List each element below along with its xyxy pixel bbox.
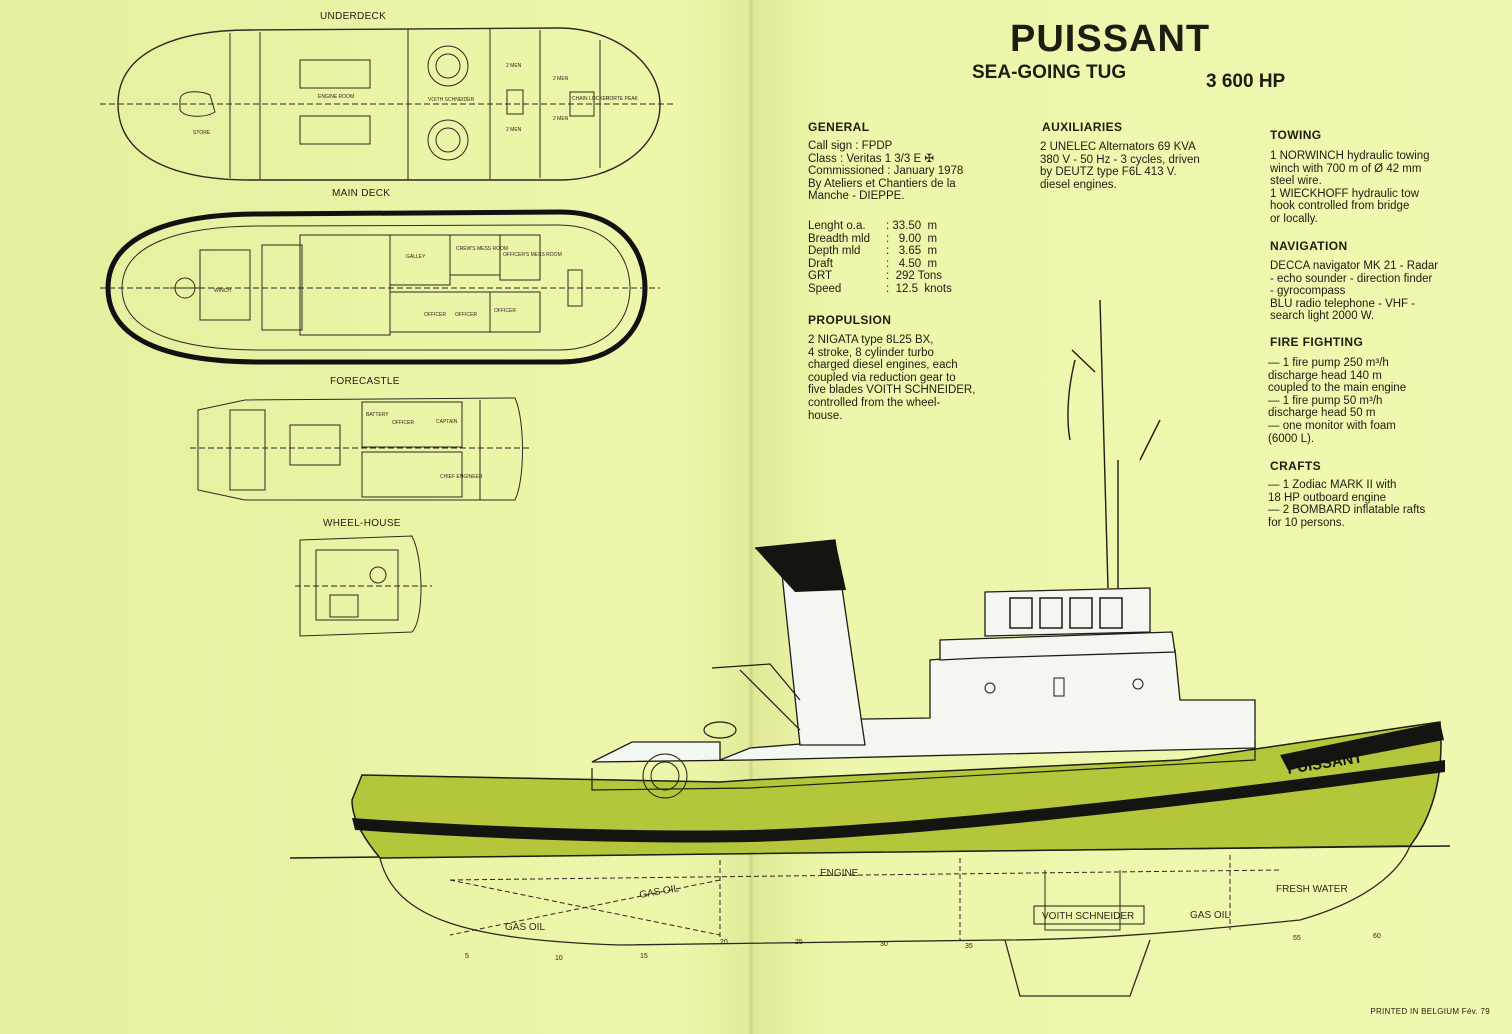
voith-schneider-label: VOITH SCHNEIDER bbox=[1042, 911, 1134, 922]
crafts-text: — 1 Zodiac MARK II with 18 HP outboard e… bbox=[1268, 479, 1426, 529]
frame-number: 25 bbox=[795, 939, 803, 946]
propulsion-text: 2 NIGATA type 8L25 BX, 4 stroke, 8 cylin… bbox=[808, 334, 976, 422]
spec-value: : 9.00 m bbox=[886, 232, 938, 245]
fresh-water-label: FRESH WATER bbox=[1276, 884, 1348, 895]
frame-number: 15 bbox=[640, 953, 648, 960]
room-store: STORE bbox=[193, 130, 211, 136]
navigation-heading: NAVIGATION bbox=[1270, 239, 1348, 253]
frame-number: 5 bbox=[465, 953, 469, 960]
spec-key: GRT bbox=[808, 270, 833, 283]
room-battery: BATTERY bbox=[366, 412, 389, 418]
forecastle-label: FORECASTLE bbox=[330, 376, 400, 387]
room-winch: WINCH bbox=[214, 288, 231, 294]
main-deck-label: MAIN DECK bbox=[332, 188, 391, 199]
frame-number: 60 bbox=[1373, 933, 1381, 940]
spec-row: Breadth mld : 9.00 m bbox=[808, 233, 952, 246]
frame-number: 55 bbox=[1293, 935, 1301, 942]
room-crews-mess: CREW'S MESS ROOM bbox=[456, 246, 508, 252]
spec-value: : 292 Tons bbox=[886, 270, 943, 283]
crafts-heading: CRAFTS bbox=[1270, 459, 1322, 473]
room-officer-fc: OFFICER bbox=[392, 420, 414, 426]
frame-numbers: 5 10 15 20 25 30 35 55 60 bbox=[465, 933, 1381, 962]
spec-key: Depth mld bbox=[808, 245, 861, 258]
room-officer-c: OFFICER bbox=[494, 308, 516, 314]
room-officer-b: OFFICER bbox=[455, 312, 477, 318]
navigation-text: DECCA navigator MK 21 - Radar - echo sou… bbox=[1270, 260, 1439, 323]
wheel-house-label: WHEEL-HOUSE bbox=[323, 518, 401, 529]
room-2men-d: 2 MEN bbox=[553, 116, 569, 122]
spec-value: : 33.50 m bbox=[886, 220, 938, 232]
gas-oil-label-2: GAS OIL bbox=[505, 922, 545, 933]
main-deck-plan bbox=[100, 209, 660, 365]
fire-fighting-text: — 1 fire pump 250 m³/h discharge head 14… bbox=[1268, 357, 1407, 445]
gas-oil-label-1: GAS OIL bbox=[639, 883, 681, 901]
auxiliaries-heading: AUXILIARIES bbox=[1042, 120, 1123, 134]
printed-footer: PRINTED IN BELGIUM Fév. 79 bbox=[1370, 1007, 1490, 1016]
spec-key: Draft bbox=[808, 257, 833, 270]
vessel-type: SEA-GOING TUG bbox=[972, 62, 1127, 83]
spec-row: Lenght o.a. : 33.50 m bbox=[808, 220, 952, 233]
room-2men-a: 2 MEN bbox=[506, 63, 522, 69]
room-chain-locker: CHAIN LOCKER bbox=[572, 96, 610, 102]
towing-text: 1 NORWINCH hydraulic towing winch with 7… bbox=[1270, 150, 1430, 225]
spec-key: Speed bbox=[808, 282, 842, 295]
room-officers-mess: OFFICER'S MESS ROOM bbox=[503, 252, 562, 258]
spec-row: Depth mld : 3.65 m bbox=[808, 245, 952, 258]
general-text: Call sign : FPDP Class : Veritas 1 3/3 E… bbox=[808, 140, 964, 203]
wheel-house-plan bbox=[295, 535, 432, 637]
vessel-title: PUISSANT bbox=[1010, 18, 1211, 60]
room-chief-engineer: CHIEF ENGINEER bbox=[440, 474, 483, 480]
room-porte-peak: PORTE PEAK bbox=[606, 96, 639, 102]
gas-oil-label-3: GAS OIL bbox=[1190, 910, 1230, 921]
room-2men-c: 2 MEN bbox=[506, 127, 522, 133]
tug-side-elevation: PUISSANT GAS OIL GAS OIL GAS OIL ENGINE … bbox=[289, 299, 1451, 997]
frame-number: 10 bbox=[555, 955, 563, 962]
frame-number: 30 bbox=[880, 941, 888, 948]
spec-value: : 4.50 m bbox=[886, 257, 938, 270]
room-2men-b: 2 MEN bbox=[553, 76, 569, 82]
room-officer-a: OFFICER bbox=[424, 312, 446, 318]
spec-row: GRT : 292 Tons bbox=[808, 270, 952, 283]
auxiliaries-text: 2 UNELEC Alternators 69 KVA 380 V - 50 H… bbox=[1040, 141, 1200, 191]
spec-row: Speed : 12.5 knots bbox=[808, 283, 952, 296]
spec-key: Breadth mld bbox=[808, 232, 871, 245]
vessel-power: 3 600 HP bbox=[1206, 71, 1286, 92]
propulsion-heading: PROPULSION bbox=[808, 313, 892, 327]
frame-number: 20 bbox=[720, 939, 728, 946]
fire-fighting-heading: FIRE FIGHTING bbox=[1270, 335, 1364, 349]
spec-value: : 12.5 knots bbox=[886, 282, 952, 295]
engine-label: ENGINE bbox=[820, 868, 859, 879]
frame-number: 35 bbox=[965, 943, 973, 950]
room-captain: CAPTAIN bbox=[436, 419, 458, 425]
underdeck-plan bbox=[100, 27, 675, 181]
general-heading: GENERAL bbox=[808, 120, 870, 134]
towing-heading: TOWING bbox=[1270, 128, 1322, 142]
room-engine-room: ENGINE ROOM bbox=[318, 94, 354, 100]
spec-row: Draft : 4.50 m bbox=[808, 258, 952, 271]
room-galley: GALLEY bbox=[406, 254, 426, 260]
spec-key: Lenght o.a. bbox=[808, 220, 866, 232]
room-voith-schneider: VOITH SCHNEIDER bbox=[428, 97, 475, 103]
forecastle-plan bbox=[190, 397, 530, 501]
page-fold bbox=[748, 0, 754, 1034]
underdeck-label: UNDERDECK bbox=[320, 11, 387, 22]
spec-value: : 3.65 m bbox=[886, 245, 938, 258]
